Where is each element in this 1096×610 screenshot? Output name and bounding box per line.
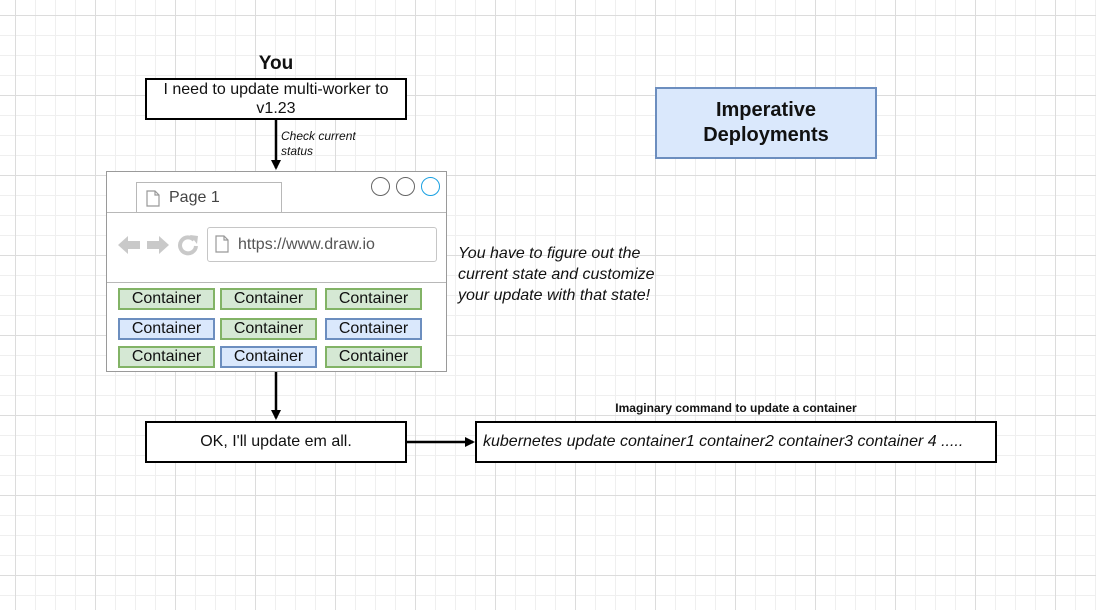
container-label: Container <box>131 290 202 307</box>
tab-divider <box>107 212 446 213</box>
container-r2-c1[interactable]: Container <box>118 318 215 340</box>
back-arrow-icon[interactable] <box>117 234 141 256</box>
container-r1-c1[interactable]: Container <box>118 288 215 310</box>
url-text: https://www.draw.io <box>238 236 375 253</box>
update-box[interactable]: OK, I'll update em all. <box>145 421 407 463</box>
command-box[interactable]: kubernetes update container1 container2 … <box>475 421 997 463</box>
container-r2-c3[interactable]: Container <box>325 318 422 340</box>
container-r1-c2[interactable]: Container <box>220 288 317 310</box>
container-label: Container <box>233 290 304 307</box>
check-status-note: Check current status <box>281 129 356 158</box>
browser-tab[interactable]: Page 1 <box>136 182 282 212</box>
container-label: Container <box>131 320 202 337</box>
container-label: Container <box>338 348 409 365</box>
title-text: Imperative Deployments <box>703 99 829 146</box>
url-bar[interactable]: https://www.draw.io <box>207 227 437 262</box>
container-label: Container <box>233 320 304 337</box>
container-r3-c2[interactable]: Container <box>220 346 317 368</box>
document-icon <box>146 190 160 207</box>
nav-divider <box>107 282 446 283</box>
container-label: Container <box>131 348 202 365</box>
command-text: kubernetes update container1 container2 … <box>483 433 964 450</box>
request-box[interactable]: I need to update multi-worker to v1.23 <box>145 78 407 120</box>
command-caption: Imaginary command to update a container <box>615 401 857 415</box>
you-label: You <box>258 53 294 74</box>
container-label: Container <box>233 348 304 365</box>
container-label: Container <box>338 320 409 337</box>
tab-label: Page 1 <box>169 189 220 206</box>
forward-arrow-icon[interactable] <box>146 234 170 256</box>
state-note: You have to figure out the current state… <box>458 245 655 304</box>
title-box[interactable]: Imperative Deployments <box>655 87 877 159</box>
window-button-2[interactable] <box>396 177 415 196</box>
document-icon <box>215 235 229 253</box>
container-r1-c3[interactable]: Container <box>325 288 422 310</box>
container-label: Container <box>338 290 409 307</box>
container-r3-c1[interactable]: Container <box>118 346 215 368</box>
container-r2-c2[interactable]: Container <box>220 318 317 340</box>
container-r3-c3[interactable]: Container <box>325 346 422 368</box>
window-button-3[interactable] <box>421 177 440 196</box>
request-text: I need to update multi-worker to v1.23 <box>163 81 389 117</box>
window-button-1[interactable] <box>371 177 390 196</box>
update-text: OK, I'll update em all. <box>200 433 352 450</box>
browser-window[interactable]: Page 1 https://www.draw.io Container Con… <box>106 171 447 372</box>
refresh-icon[interactable] <box>177 234 199 256</box>
